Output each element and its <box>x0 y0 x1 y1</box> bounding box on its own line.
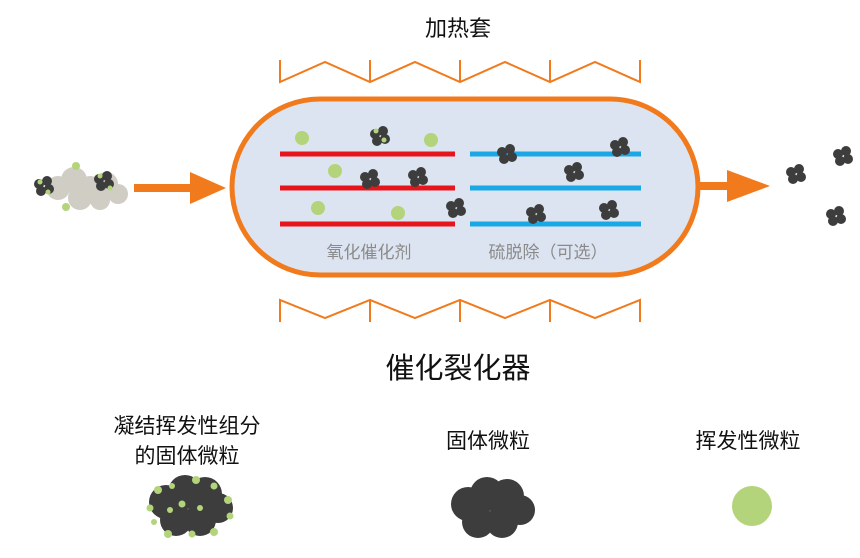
inlet-arrow-icon <box>134 172 226 204</box>
reactor-title: 催化裂化器 <box>385 351 530 385</box>
sulfur-removal-label: 硫脱除（可选） <box>489 243 608 263</box>
heater-label: 加热套 <box>425 17 491 42</box>
legend-solid-label: 固体微粒 <box>446 429 530 453</box>
reactor-volatile-droplets <box>295 131 438 220</box>
heating-jacket-top <box>279 60 641 84</box>
legend-coated-particle-icon <box>146 475 234 538</box>
legend: 凝结挥发性组分 的固体微粒 固体微粒 挥发性微粒 <box>114 414 801 538</box>
outlet-arrow-icon <box>697 170 770 202</box>
legend-volatile-label: 挥发性微粒 <box>696 429 801 453</box>
heating-jacket-bottom <box>279 298 641 322</box>
legend-solid-particle-icon <box>451 477 535 538</box>
legend-coated-label-line2: 的固体微粒 <box>135 444 240 468</box>
reactor-coated-droplets <box>373 128 387 143</box>
outlet-soot-particles <box>786 146 853 226</box>
oxidation-catalyst-label: 氧化催化剂 <box>327 243 412 263</box>
legend-coated-label-line1: 凝结挥发性组分 <box>114 414 261 438</box>
legend-volatile-particle-icon <box>732 486 772 526</box>
inlet-particle-cloud <box>34 162 128 211</box>
